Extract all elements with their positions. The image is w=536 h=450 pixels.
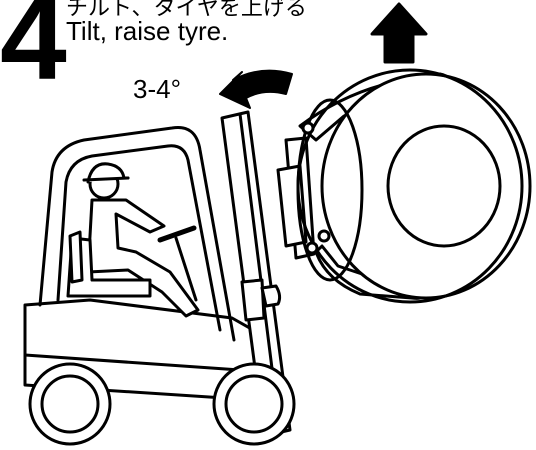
clamp-rivet xyxy=(305,241,319,255)
steering-column xyxy=(174,236,198,302)
clamp-rivet xyxy=(317,229,331,243)
tilt-arrow-icon xyxy=(219,69,293,109)
tyre-hub xyxy=(386,124,502,248)
overhead-guard xyxy=(38,125,236,342)
tilt-cylinder xyxy=(240,278,266,322)
lift-arrow-icon xyxy=(370,2,428,64)
step-number: 4 xyxy=(0,0,67,105)
helmet-brim xyxy=(82,176,130,182)
front-wheel-hub xyxy=(224,374,284,434)
step-caption-english: Tilt, raise tyre. xyxy=(66,16,229,46)
tilt-angle-label: 3-4° xyxy=(133,74,181,104)
clamp-rivet xyxy=(301,121,315,135)
seat-back xyxy=(68,230,84,284)
clamp-pad xyxy=(296,98,364,282)
steering-wheel xyxy=(157,225,197,243)
overhead-guard-inner xyxy=(56,144,222,332)
d-bracket xyxy=(260,284,282,308)
driver-body xyxy=(86,198,200,318)
seat xyxy=(66,236,152,298)
step-caption-japanese: チルト、タイヤを上げる xyxy=(66,0,307,21)
body-seam xyxy=(23,353,242,372)
rear-wheel-hub xyxy=(40,374,100,434)
